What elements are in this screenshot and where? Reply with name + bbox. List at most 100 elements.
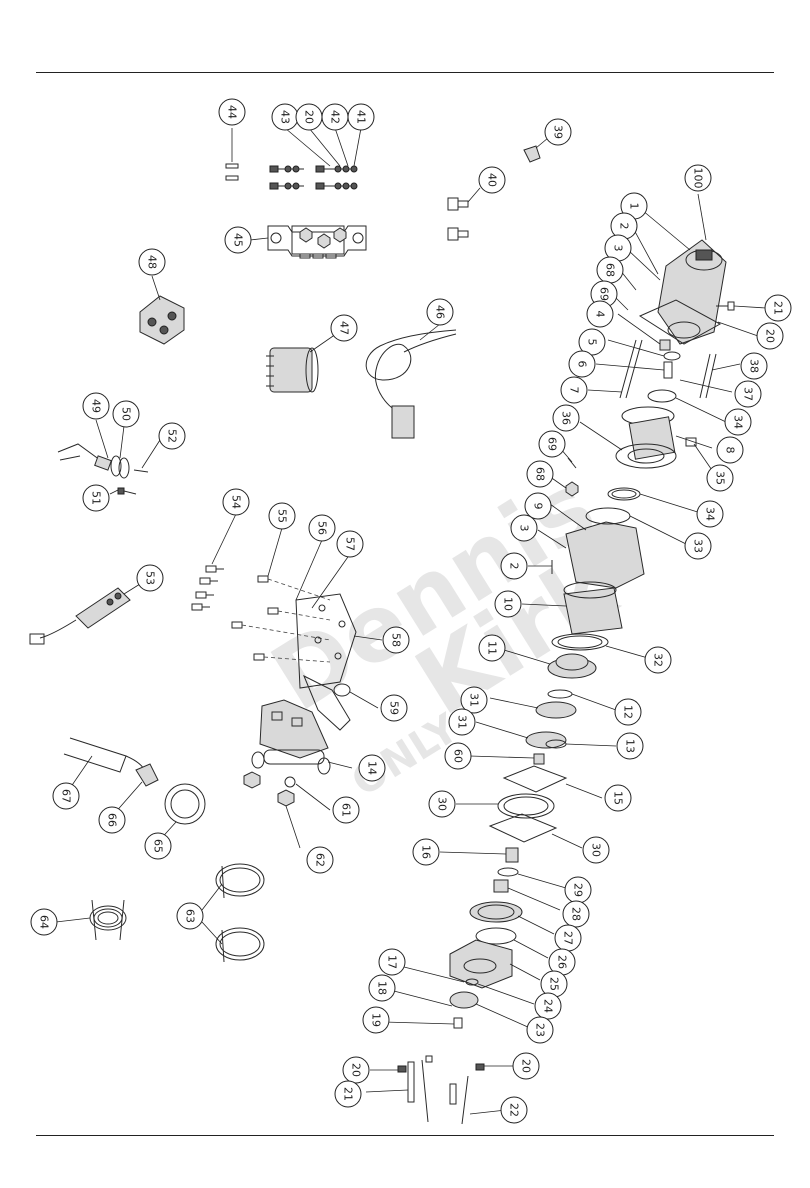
callout-40: 40: [479, 167, 505, 193]
callout-label: 24: [542, 999, 555, 1013]
callout-24: 24: [535, 993, 561, 1019]
callout-7: 7: [561, 377, 587, 403]
callout-label: 51: [90, 491, 103, 505]
callout-label: 26: [556, 955, 569, 969]
callout-36: 36: [553, 405, 579, 431]
callout-label: 4: [594, 311, 607, 318]
callout-label: 100: [692, 168, 705, 189]
callout-53: 53: [137, 565, 163, 591]
callout-20: 20: [343, 1057, 369, 1083]
callout-label: 14: [366, 761, 379, 775]
callout-20: 20: [757, 323, 783, 349]
callout-label: 31: [456, 715, 469, 729]
callout-label: 31: [468, 693, 481, 707]
callout-label: 6: [576, 361, 589, 368]
callout-label: 19: [370, 1013, 383, 1027]
callout-3: 3: [511, 515, 537, 541]
callout-label: 17: [386, 955, 399, 969]
callout-label: 18: [376, 981, 389, 995]
callout-23: 23: [527, 1017, 553, 1043]
callout-61: 61: [333, 797, 359, 823]
callout-label: 21: [342, 1087, 355, 1101]
callout-52: 52: [159, 423, 185, 449]
callout-label: 36: [560, 411, 573, 425]
callout-64: 64: [31, 909, 57, 935]
callout-22: 22: [501, 1097, 527, 1123]
callout-17: 17: [379, 949, 405, 975]
part-53-remote: [30, 584, 140, 644]
part-contactor-base: [250, 226, 366, 258]
callout-28: 28: [563, 901, 589, 927]
callout-label: 9: [532, 503, 545, 510]
callout-label: 16: [420, 845, 433, 859]
callout-27: 27: [555, 925, 581, 951]
callout-55: 55: [269, 503, 295, 529]
callout-21: 21: [335, 1081, 361, 1107]
callout-label: 57: [344, 537, 357, 551]
callout-label: 66: [106, 813, 119, 827]
callout-54: 54: [223, 489, 249, 515]
callout-15: 15: [605, 785, 631, 811]
callout-label: 2: [618, 223, 631, 230]
callout-47: 47: [331, 315, 357, 341]
callout-label: 68: [604, 263, 617, 277]
callout-43: 43: [272, 104, 298, 130]
callout-label: 13: [624, 739, 637, 753]
callout-69: 69: [539, 431, 565, 457]
callout-68: 68: [597, 257, 623, 283]
callout-60: 60: [445, 743, 471, 769]
callout-label: 69: [598, 287, 611, 301]
callout-label: 43: [279, 110, 292, 124]
part-46-harness: [366, 324, 456, 438]
part-65-67-strap: [64, 738, 205, 842]
callout-46: 46: [427, 299, 453, 325]
callout-29: 29: [565, 877, 591, 903]
callout-label: 38: [748, 359, 761, 373]
callout-label: 45: [232, 233, 245, 247]
callout-label: 39: [552, 125, 565, 139]
callout-38: 38: [741, 353, 767, 379]
callout-label: 34: [704, 507, 717, 521]
callout-label: 44: [226, 105, 239, 119]
callout-label: 3: [518, 525, 531, 532]
callout-label: 64: [38, 915, 51, 929]
callout-label: 50: [120, 407, 133, 421]
callout-31: 31: [449, 709, 475, 735]
callout-label: 1: [628, 203, 641, 210]
callout-59: 59: [381, 695, 407, 721]
part-49-52-switch: [58, 420, 160, 494]
callout-label: 22: [508, 1103, 521, 1117]
callout-10: 10: [495, 591, 521, 617]
part-group-fasteners-top: [226, 128, 361, 189]
callout-37: 37: [735, 381, 761, 407]
callout-9: 9: [525, 493, 551, 519]
callout-label: 41: [355, 110, 368, 124]
callout-label: 53: [144, 571, 157, 585]
callout-42: 42: [322, 104, 348, 130]
callout-48: 48: [139, 249, 165, 275]
callout-label: 2: [508, 563, 521, 570]
callout-34: 34: [697, 501, 723, 527]
part-48-control-block: [140, 276, 184, 344]
callout-label: 52: [166, 429, 179, 443]
callout-label: 3: [612, 245, 625, 252]
callout-label: 28: [570, 907, 583, 921]
callout-label: 69: [546, 437, 559, 451]
callout-58: 58: [383, 627, 409, 653]
callout-label: 23: [534, 1023, 547, 1037]
callout-label: 33: [692, 539, 705, 553]
callout-4: 4: [587, 301, 613, 327]
callout-12: 12: [615, 699, 641, 725]
callout-label: 25: [548, 977, 561, 991]
callout-label: 47: [338, 321, 351, 335]
callout-63: 63: [177, 903, 203, 929]
callout-label: 27: [562, 931, 575, 945]
part-47-relay: [266, 334, 336, 392]
callout-label: 59: [388, 701, 401, 715]
callout-label: 58: [390, 633, 403, 647]
callout-label: 40: [486, 173, 499, 187]
part-63-64-cables: [56, 864, 264, 962]
callout-30: 30: [429, 791, 455, 817]
callout-label: 49: [90, 399, 103, 413]
callout-65: 65: [145, 833, 171, 859]
